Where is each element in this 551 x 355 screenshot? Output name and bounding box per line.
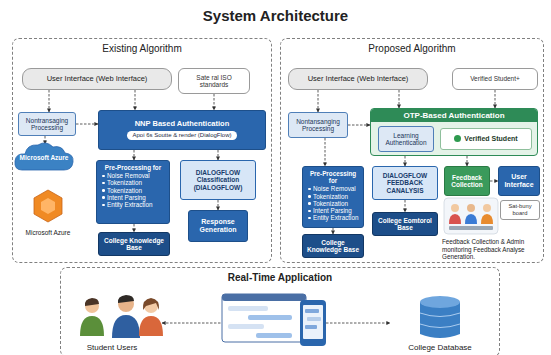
process-box: DIALOGFLOW FEEDBACK CANALYSIS [372,166,438,200]
node-text: Intent Parsing [101,194,146,201]
connector-arrow [490,181,498,182]
node-label: Microsoft Azure [26,229,71,236]
node-label: Sate ral ISO standards [182,74,246,89]
connector-arrow [134,150,135,160]
node-label: DIALOGFLOW Classification (DIALOGFLOW) [184,169,252,191]
node-label: Nontansanging Processing [292,118,344,133]
diagram-title: System Architecture [0,7,551,24]
connector-arrow [134,224,135,232]
caption-note: Feedback Collection & Admin monitoring F… [442,238,542,261]
node-label: DIALOGFLOW FEEDBACK CANALYSIS [376,172,434,194]
process-box: Pre-Processing forNoise RemovalTokenizat… [302,166,364,228]
chat-window [222,294,326,346]
connector-arrow [318,90,319,112]
node-label: User Interface (Web Interface) [47,75,148,84]
process-box: Response Generation [188,210,248,242]
process-box: User Interface (Web Interface) [22,68,172,90]
node-label: Nontransaging Processing [22,117,72,132]
process-box: College Database [390,292,490,354]
azure-hexagon [34,190,62,222]
node-label: Proposed Algorithm [281,39,543,55]
process-box: Sate ral ISO standards [178,68,250,94]
connector-arrow [76,124,98,125]
process-box: User Interface [498,166,540,196]
database-cylinder [420,296,460,338]
process-box: Pre-Processing forNoise RemovalTokenizat… [96,160,170,224]
auth-band: OTP-Based AuthenticationLearning Authent… [370,108,538,156]
node-text: Noise Removal [101,172,150,179]
node-label: OTP-Based Authentication [371,109,537,122]
group-panel: Proposed AlgorithmUser Interface (Web In… [280,38,544,263]
connector-arrow [214,94,215,110]
connector-arrow [405,156,406,166]
node-label: Learning Authentication [382,132,430,147]
node-text: Tokenization [101,179,142,186]
connector-arrow [467,156,468,166]
node-label: College Knowledge Base [102,237,166,252]
azure-cloud [15,143,73,170]
node-text: Apoi 6s Soutte & render (DialogFlow) [127,131,236,140]
node-text: Tokenization [307,200,348,207]
node-label: User Interface [502,173,536,189]
process-box: Feedback Collection [444,166,490,196]
group-panel: Real-Time ApplicationStudent Users Colleg… [60,267,500,355]
process-box: NNP Based AuthenticationApoi 6s Soutte &… [98,110,266,150]
connector-arrow [405,200,406,212]
group-panel: Existing AlgorithmUser Interface (Web In… [12,38,272,263]
process-box: College Knowledge Base [302,234,364,258]
connector-arrow [495,90,496,108]
node-text: Intent Parsing [307,207,352,214]
node-text: Noise Removal [307,185,356,192]
node-text: Entity Extraction [101,201,153,208]
node-label: Pre-Processing for [307,170,359,184]
connector-arrow [348,125,370,126]
process-box: Microsoft Azure [16,144,72,172]
feedback-people [444,198,498,234]
node-label: Sat-buny board [504,203,536,216]
process-box: College Knowledge Base [98,232,170,256]
node-label: College Database [408,343,472,352]
process-box: College Eomtorol Base [372,212,438,236]
node-label: Verified Student+ [470,75,520,82]
process-box: Sat-buny board [500,200,540,220]
node-label: Real-Time Application [61,268,499,284]
process-box: User Interface (Web Interface) [288,68,428,90]
student-figures [80,295,163,338]
node-label: College Knowledge Base [306,239,360,254]
node-label: Verified Student [454,135,517,143]
process-box: DIALOGFLOW Classification (DIALOGFLOW) [180,160,256,200]
node-label: Microsoft Azure [20,154,69,161]
process-box: Verified Student+ [452,68,538,90]
node-label: User Interface (Web Interface) [308,75,409,84]
connector-arrow [218,150,219,160]
node-text: Tokenization [307,193,348,200]
process-box: Student Users [62,292,162,354]
node-text: Entity Extraction [307,214,359,221]
connector-arrow [49,90,50,112]
connector-arrow [218,200,219,210]
connector-arrow [135,90,136,110]
node-label: Response Generation [192,218,244,234]
node-label: Feedback Collection [448,174,486,189]
process-box: Nontansanging Processing [288,112,348,138]
process-box: Nontransaging Processing [18,112,76,136]
connector-arrow [325,138,326,166]
process-box: Microsoft Azure [16,190,80,236]
process-box: Learning Authentication [378,126,434,152]
node-label: College Eomtorol Base [376,217,434,232]
node-label: Existing Algorithm [13,39,271,55]
node-label: Pre-Processing for [105,164,161,171]
node-label: NNP Based Authentication [135,120,230,129]
node-text: Tokenization [101,187,142,194]
node-label: Student Users [87,343,138,352]
connector-arrow [399,90,400,108]
process-box: Verified Student [440,128,532,150]
